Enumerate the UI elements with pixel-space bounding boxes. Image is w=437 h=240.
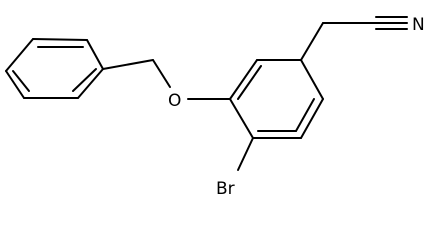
bond-ring2-3 xyxy=(300,59,324,100)
bond-ring2-1 xyxy=(229,59,258,100)
bond-ring2-4 xyxy=(300,98,324,139)
bond-ring1-double-2 xyxy=(12,70,30,92)
substituted-benzene-ring xyxy=(229,59,324,139)
bond-ring2-to-bromine xyxy=(237,137,254,171)
bond-ring1-2 xyxy=(5,70,25,99)
nitrogen-atom-label: N xyxy=(412,15,425,35)
bond-ch2-to-oxygen xyxy=(152,59,171,88)
bond-ring1-to-ch2 xyxy=(102,59,154,70)
bond-ring2-double-2 xyxy=(295,98,315,132)
bond-ring2-double-1 xyxy=(237,65,262,100)
bond-ring1-4 xyxy=(77,68,104,99)
bond-ring1-6 xyxy=(32,38,88,41)
bond-ring1-5 xyxy=(86,39,104,70)
bond-ring2-6 xyxy=(229,98,254,139)
oxygen-atom-label: O xyxy=(168,91,181,111)
benzyl-phenyl-ring xyxy=(5,38,104,99)
bromine-atom-label: Br xyxy=(216,179,235,199)
bond-ring1-double-3 xyxy=(72,68,97,92)
bond-ring2-to-ch2 xyxy=(300,22,324,61)
chemical-structure-diagram: O Br N xyxy=(5,15,425,199)
bond-ring1-1 xyxy=(5,38,34,72)
chemical-structure-canvas: O Br N xyxy=(5,15,425,199)
